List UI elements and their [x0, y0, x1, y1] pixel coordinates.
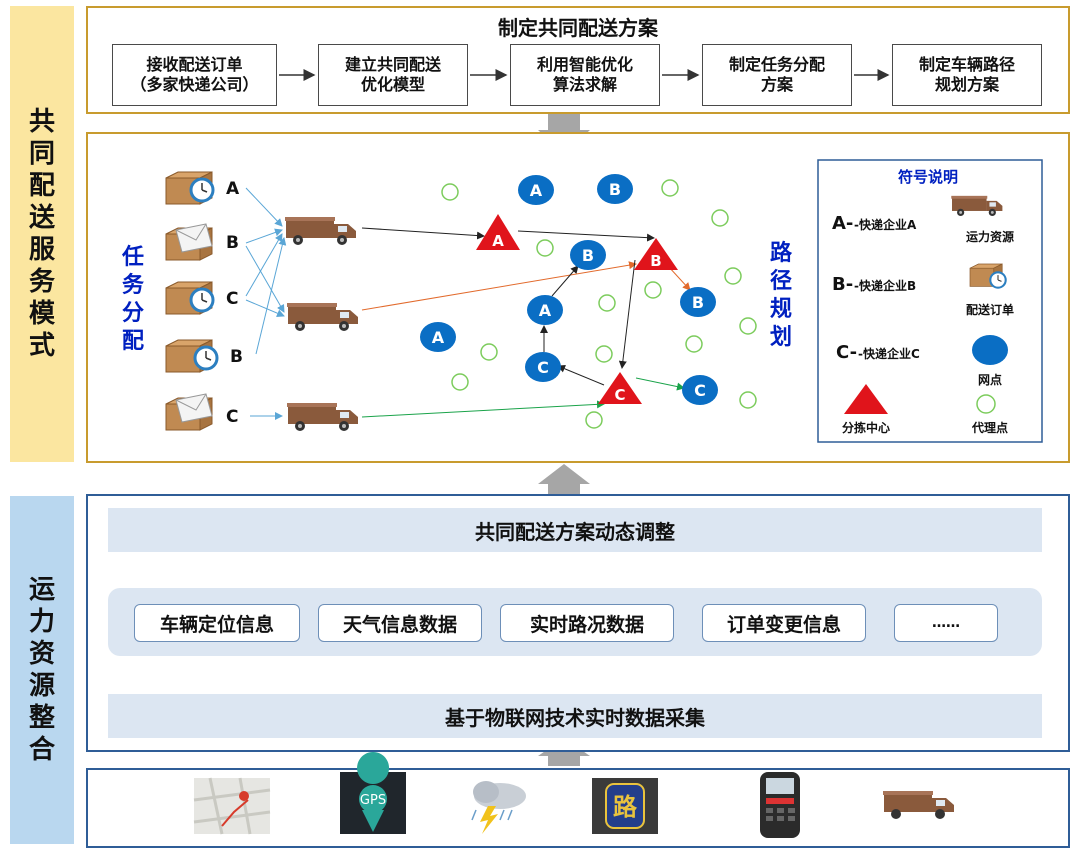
site-nodes	[420, 174, 718, 405]
triangle-label: B	[650, 252, 661, 270]
site-label: B	[692, 293, 704, 312]
legend-capacity: 运力资源	[966, 229, 1014, 244]
legend-enterprise-c: -快递企业C	[858, 346, 920, 361]
sidebar-capacity-integration: 运 力 资 源 整 合	[10, 496, 74, 844]
site-label: C	[537, 358, 549, 377]
sorting-center-triangle	[598, 372, 642, 404]
legend-enterprise-c-letter: C-	[836, 342, 857, 363]
legend-enterprise-b-letter: B-	[832, 274, 853, 295]
legend-sorting-icon	[844, 384, 888, 414]
plan-title: 制定共同配送方案	[498, 16, 658, 40]
plan-step-4: 制定任务分配 方案	[702, 44, 852, 106]
truck-icon	[883, 791, 954, 819]
iot-collect-band: 基于物联网技术实时数据采集	[108, 694, 1042, 738]
site-label: A	[530, 181, 543, 200]
dynamic-adjust-band: 共同配送方案动态调整	[108, 508, 1042, 552]
task-allocation-label: 任 务 分 配	[121, 245, 144, 354]
order-letter: B	[226, 233, 239, 253]
site-label: C	[694, 381, 706, 400]
legend-agent-icon	[976, 394, 996, 414]
thunderstorm-icon	[471, 781, 526, 834]
chip-order-change: 订单变更信息	[702, 604, 866, 642]
chip-more: ……	[894, 604, 998, 642]
legend-site: 网点	[978, 372, 1002, 387]
legend-site-icon	[972, 335, 1008, 365]
plan-step-5: 制定车辆路径 规划方案	[892, 44, 1042, 106]
legend-box	[817, 159, 1043, 443]
chip-weather: 天气信息数据	[318, 604, 482, 642]
legend-enterprise-a: -快递企业A	[854, 217, 917, 232]
gps-label: GPS	[360, 793, 386, 808]
order-letter: C	[226, 407, 238, 427]
legend-enterprise-b: -快递企业B	[854, 278, 916, 293]
order-letter: A	[226, 179, 240, 199]
legend-sorting: 分拣中心	[842, 420, 890, 435]
chip-vehicle-location: 车辆定位信息	[134, 604, 300, 642]
legend-title: 符号说明	[898, 168, 958, 186]
plan-step-2: 建立共同配送 优化模型	[318, 44, 468, 106]
flow-arrow-up	[538, 464, 590, 494]
sidebar-shared-delivery-mode: 共 同 配 送 服 务 模 式	[10, 6, 74, 462]
sorting-center-triangle	[634, 238, 678, 270]
legend-agent: 代理点	[971, 420, 1008, 435]
order-letter: C	[226, 289, 238, 309]
road-sign-icon: 路	[592, 778, 658, 834]
plan-step-1: 接收配送订单 （多家快递公司）	[112, 44, 277, 106]
road-label: 路	[613, 793, 638, 821]
handheld-terminal-icon	[760, 772, 800, 838]
triangle-label: C	[614, 386, 625, 404]
legend-enterprise-a-letter: A-	[832, 213, 853, 234]
triangle-label: A	[492, 232, 504, 250]
chip-traffic: 实时路况数据	[500, 604, 674, 642]
legend-order: 配送订单	[966, 302, 1014, 317]
agent-points	[441, 179, 757, 429]
site-label: A	[432, 328, 445, 347]
site-label: A	[539, 301, 552, 320]
route-planning-label: 路 径 规 划	[769, 241, 792, 350]
site-label: B	[609, 180, 621, 199]
plan-step-3: 利用智能优化 算法求解	[510, 44, 660, 106]
site-label: B	[582, 246, 594, 265]
map-icon	[193, 777, 271, 835]
order-letter: B	[230, 347, 243, 367]
gps-icon: GPS	[340, 752, 406, 834]
flow-arrow-up	[538, 738, 590, 766]
sorting-center-triangle	[476, 214, 520, 250]
